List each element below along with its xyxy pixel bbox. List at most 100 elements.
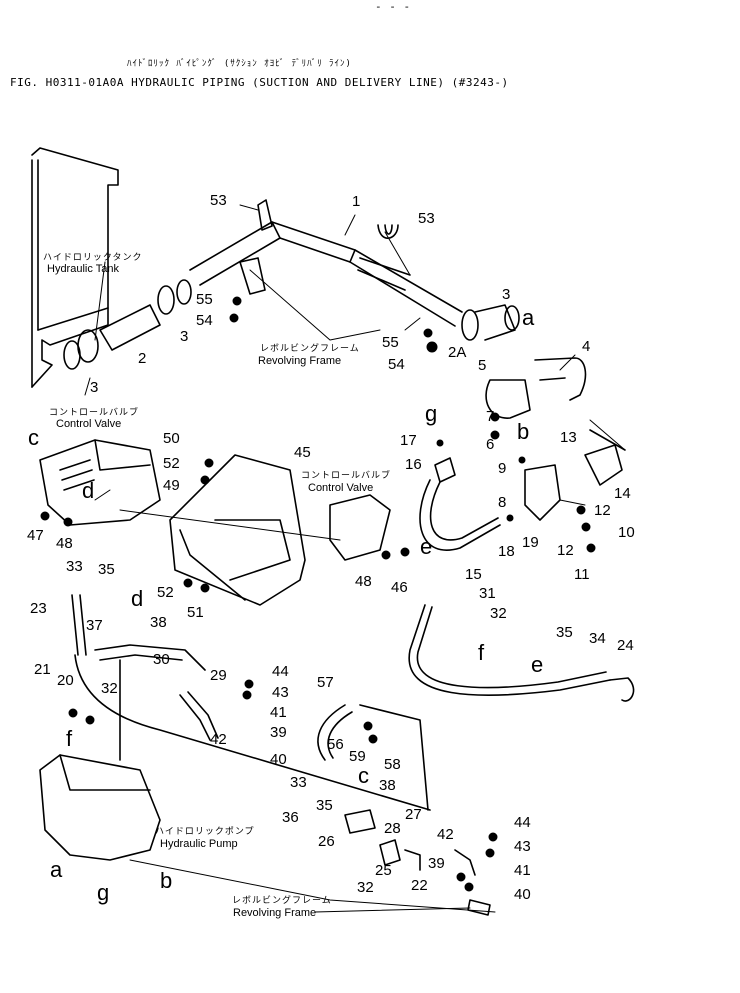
part-number: 3 — [90, 379, 99, 396]
part-number: 59 — [349, 748, 366, 765]
part-number: 38 — [150, 614, 167, 631]
part-number: 48 — [56, 535, 73, 552]
part-number: 40 — [514, 886, 531, 903]
reference-letter: a — [50, 857, 63, 882]
part-number: 55 — [196, 291, 213, 308]
elbow-4 — [534, 357, 587, 401]
part-number: 37 — [86, 617, 103, 634]
revolving-frame-label-jp-top: レボルビングフレーム — [260, 344, 360, 354]
hose-29 — [179, 694, 211, 741]
revolving-frame-label-top: Revolving Frame — [258, 355, 342, 367]
part-number: 50 — [163, 430, 180, 447]
hydraulic-tank-label: Hydraulic Tank — [47, 263, 119, 275]
part-number: 12 — [557, 542, 574, 559]
hose-2 — [99, 304, 161, 351]
control-valve-label-left: Control Valve — [56, 418, 122, 430]
part-number: 52 — [163, 455, 180, 472]
valve-13 — [584, 444, 623, 486]
part-number: 4 — [582, 338, 591, 355]
part-number: 32 — [490, 605, 507, 622]
control-valve-label-jp-right: コントロールバルブ — [301, 471, 392, 481]
part-number: 40 — [270, 751, 287, 768]
part-number: 15 — [465, 566, 482, 583]
part-number: 27 — [405, 806, 422, 823]
reference-letter: g — [425, 401, 438, 426]
hydraulic-tank-outline — [31, 147, 119, 388]
part-number: 19 — [522, 534, 539, 551]
part-number: 41 — [514, 862, 531, 879]
part-number: 44 — [272, 663, 289, 680]
part-number: 33 — [66, 558, 83, 575]
reference-letter: e — [531, 652, 544, 677]
part-number: 47 — [27, 527, 44, 544]
hydraulic-pump-label: Hydraulic Pump — [160, 838, 238, 850]
part-number: 10 — [618, 524, 635, 541]
part-number: 9 — [498, 460, 507, 477]
part-number: 39 — [270, 724, 287, 741]
part-number: 2 — [138, 350, 147, 367]
reference-letter: b — [517, 419, 530, 444]
part-number: 39 — [428, 855, 445, 872]
hydraulic-pump — [39, 754, 161, 861]
part-number: 2A — [448, 344, 467, 361]
part-number: 14 — [614, 485, 631, 502]
reference-letter: c — [358, 763, 369, 788]
part-number: 35 — [556, 624, 573, 641]
pipe-23 — [71, 594, 87, 656]
part-number: 7 — [486, 408, 495, 425]
part-number: 3 — [502, 286, 511, 303]
part-number: 58 — [384, 756, 401, 773]
part-number: 41 — [270, 704, 287, 721]
bracket-45 — [169, 454, 306, 606]
part-number: 45 — [294, 444, 311, 461]
part-number: 35 — [98, 561, 115, 578]
part-number: 53 — [210, 192, 227, 209]
title-japanese: ﾊｲﾄﾞﾛﾘｯｸ ﾊﾞｲﾋﾟﾝｸﾞ (ｻｸｼｮﾝ ｵﾖﾋﾞ ﾃﾞﾘﾊﾞﾘ ﾗｲﾝ… — [127, 59, 352, 69]
part-number: 13 — [560, 429, 577, 446]
frame-bracket-bottom — [467, 899, 491, 916]
part-number: 46 — [391, 579, 408, 596]
part-number: 57 — [317, 674, 334, 691]
part-number: 49 — [163, 477, 180, 494]
part-number: 18 — [498, 543, 515, 560]
part-number: 29 — [210, 667, 227, 684]
control-valve-left — [39, 439, 161, 526]
part-number: 31 — [479, 585, 496, 602]
reference-letter: c — [28, 425, 39, 450]
clamp-3 — [461, 309, 479, 341]
part-number: 11 — [574, 566, 590, 583]
part-number: 8 — [498, 494, 507, 511]
figure-title: FIG. H0311-01A0A HYDRAULIC PIPING (SUCTI… — [10, 76, 509, 89]
part-number: 26 — [318, 833, 335, 850]
reference-letter: a — [522, 305, 535, 330]
part-number: 32 — [101, 680, 118, 697]
part-number: 25 — [375, 862, 392, 879]
part-number: 21 — [34, 661, 51, 678]
valve-8 — [524, 464, 561, 521]
part-number: 43 — [272, 684, 289, 701]
part-number: 6 — [486, 436, 495, 453]
part-number: 17 — [400, 432, 417, 449]
part-number: 23 — [30, 600, 47, 617]
control-valve-label-right: Control Valve — [308, 482, 374, 494]
revolving-frame-label-jp-bottom: レボルビングフレーム — [232, 896, 332, 906]
reference-letter: d — [131, 586, 144, 611]
part-number: 32 — [357, 879, 374, 896]
part-number: 35 — [316, 797, 333, 814]
part-number: 51 — [187, 604, 204, 621]
part-number: 36 — [282, 809, 299, 826]
hydraulic-tank-label-jp: ハイドロリックタンク — [43, 253, 143, 263]
part-number: 24 — [617, 637, 634, 654]
part-number: 54 — [196, 312, 213, 329]
part-number: 56 — [327, 736, 344, 753]
part-number: 44 — [514, 814, 531, 831]
hydraulic-pump-label-jp: ハイドロリックポンプ — [155, 827, 255, 837]
part-number: 3 — [180, 328, 189, 345]
part-number: 28 — [384, 820, 401, 837]
part-number: 5 — [478, 357, 487, 374]
part-number: 20 — [57, 672, 74, 689]
part-number: 22 — [411, 877, 428, 894]
part-number: 43 — [514, 838, 531, 855]
part-number: 16 — [405, 456, 422, 473]
